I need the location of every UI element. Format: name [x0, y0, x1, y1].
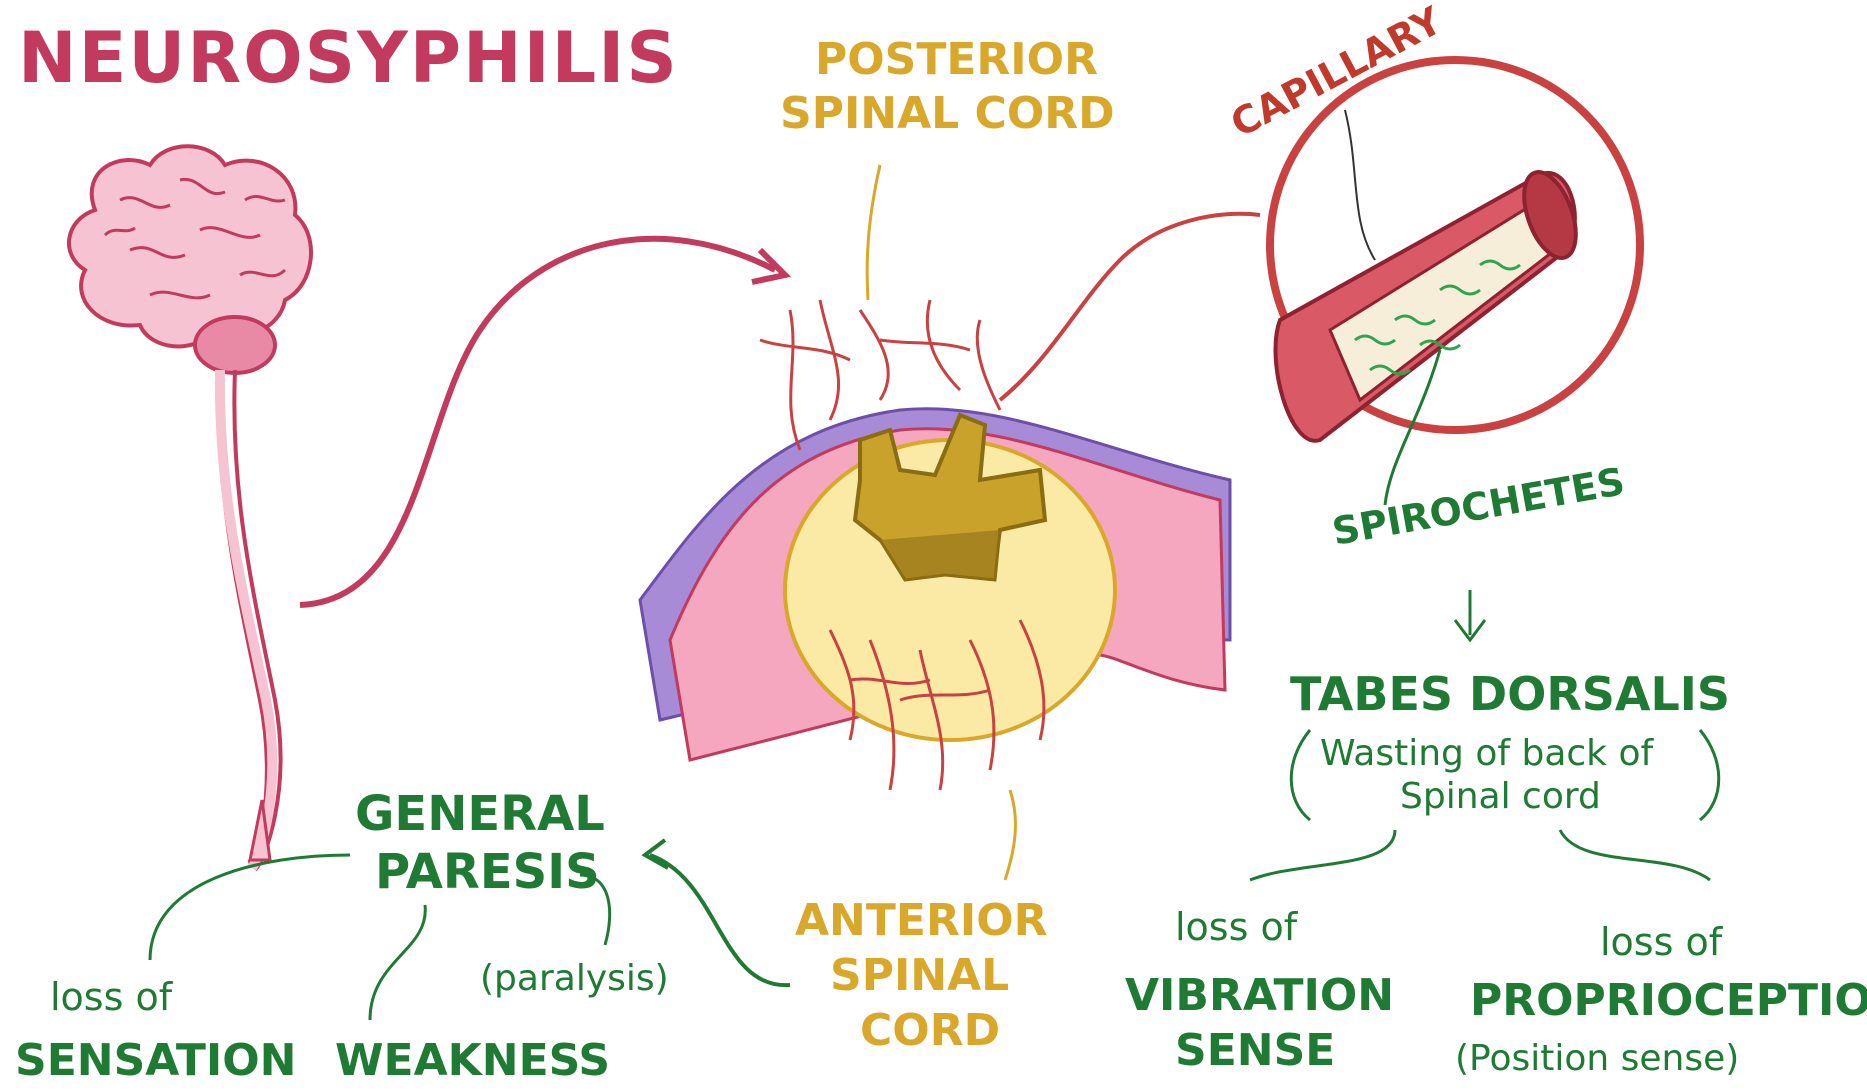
- tabes-dorsalis-title: TABES DORSALIS: [1290, 667, 1730, 721]
- loss-prop-line1: loss of: [1600, 920, 1724, 964]
- anterior-label-line1: ANTERIOR: [795, 895, 1047, 946]
- paralysis-label: (paralysis): [480, 958, 669, 999]
- loss-prop-line2: PROPRIOCEPTION: [1470, 975, 1867, 1026]
- anterior-label-line3: CORD: [860, 1005, 1000, 1056]
- brain-icon: [69, 146, 311, 870]
- loss-sensation-line1: loss of: [50, 975, 174, 1019]
- tabes-note-line1: Wasting of back of: [1320, 733, 1655, 774]
- arrow-anterior-to-paresis: [650, 855, 790, 985]
- general-paresis-line2: PARESIS: [375, 844, 600, 900]
- posterior-label-line1: POSTERIOR: [815, 34, 1098, 85]
- spirochetes-label: SPIROCHETES: [1329, 459, 1628, 554]
- loss-prop-line3: (Position sense): [1455, 1038, 1739, 1079]
- anterior-label-line2: SPINAL: [830, 950, 1009, 1001]
- loss-sensation-line2: SENSATION: [15, 1035, 297, 1086]
- weakness-label: WEAKNESS: [335, 1035, 610, 1086]
- general-paresis-line1: GENERAL: [355, 786, 605, 842]
- loss-vibration-line3: SENSE: [1175, 1025, 1335, 1076]
- page-title: NEUROSYPHILIS: [18, 17, 679, 99]
- loss-vibration-line2: VIBRATION: [1125, 970, 1394, 1021]
- posterior-label-line2: SPINAL CORD: [780, 88, 1115, 139]
- loss-vibration-line1: loss of: [1175, 905, 1299, 949]
- capillary-zoom-icon: [1270, 60, 1640, 441]
- tabes-note-line2: Spinal cord: [1400, 776, 1601, 817]
- spinal-cord-icon: [640, 214, 1260, 790]
